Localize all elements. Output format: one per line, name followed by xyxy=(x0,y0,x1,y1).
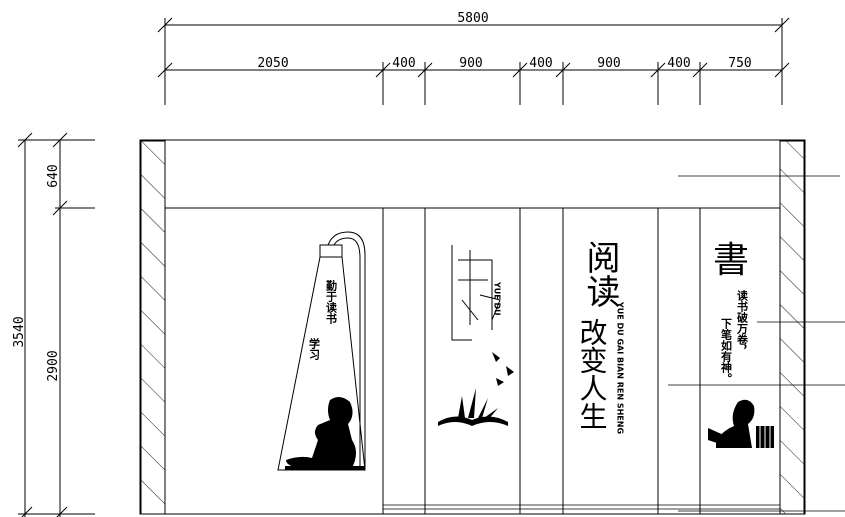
panel4-line-1: 读书破万卷， xyxy=(736,289,750,356)
reader-base xyxy=(285,466,365,470)
lamp-head xyxy=(319,244,343,258)
panel1-text-2: 学习 xyxy=(308,337,321,361)
panel-3: 阅读 YUE DU GAI BIAN REN SHENG 改变人生 xyxy=(562,207,659,515)
lamp-arm xyxy=(327,231,366,470)
panel2-title: 悦读 xyxy=(457,241,487,295)
dim-segment-4: 400 xyxy=(529,56,552,71)
panel4-line-2: 下笔如有神。 xyxy=(720,318,733,384)
bird-1-icon xyxy=(492,352,500,362)
panel2-pinyin: YUE DU xyxy=(493,281,502,316)
bird-2-icon xyxy=(506,366,514,376)
dim-segment-5: 900 xyxy=(597,56,620,71)
dim-segment-7: 750 xyxy=(728,56,751,71)
bird-3-icon xyxy=(496,378,504,386)
yuedu-logo xyxy=(451,245,501,341)
top-dimension-lines xyxy=(157,17,790,105)
dim-segment-1: 2050 xyxy=(257,56,288,71)
dim-segment-6: 400 xyxy=(667,56,690,71)
wall-frame xyxy=(139,139,806,515)
reader-silhouette xyxy=(286,396,356,468)
panel-2: 悦读 YUE DU xyxy=(424,207,521,515)
dim-overall-height: 3540 xyxy=(12,316,27,347)
dim-segment-2: 400 xyxy=(392,56,415,71)
panel4-title: 書 xyxy=(713,240,749,281)
panel3-subtitle: 改变人生 xyxy=(576,318,609,430)
dim-overall-width: 5800 xyxy=(457,11,488,26)
right-wall-hatch xyxy=(779,140,805,515)
dim-lower-height: 2900 xyxy=(46,350,61,381)
panel-1: 勤于读书 学习 xyxy=(164,207,384,515)
leader-lines xyxy=(668,175,845,512)
panel1-text-1: 勤于读书 xyxy=(325,279,338,325)
panel3-pinyin: YUE DU GAI BIAN REN SHENG xyxy=(616,301,625,434)
open-book-icon xyxy=(708,428,726,446)
panel3-title: 阅读 xyxy=(580,240,620,308)
dim-segment-3: 900 xyxy=(459,56,482,71)
panel-4: 書 读书破万卷， 下笔如有神。 xyxy=(699,207,781,515)
left-wall-hatch xyxy=(140,140,166,515)
left-dimension-lines xyxy=(17,132,95,517)
dim-top-band: 640 xyxy=(46,164,61,187)
book-grass-art xyxy=(438,388,508,426)
